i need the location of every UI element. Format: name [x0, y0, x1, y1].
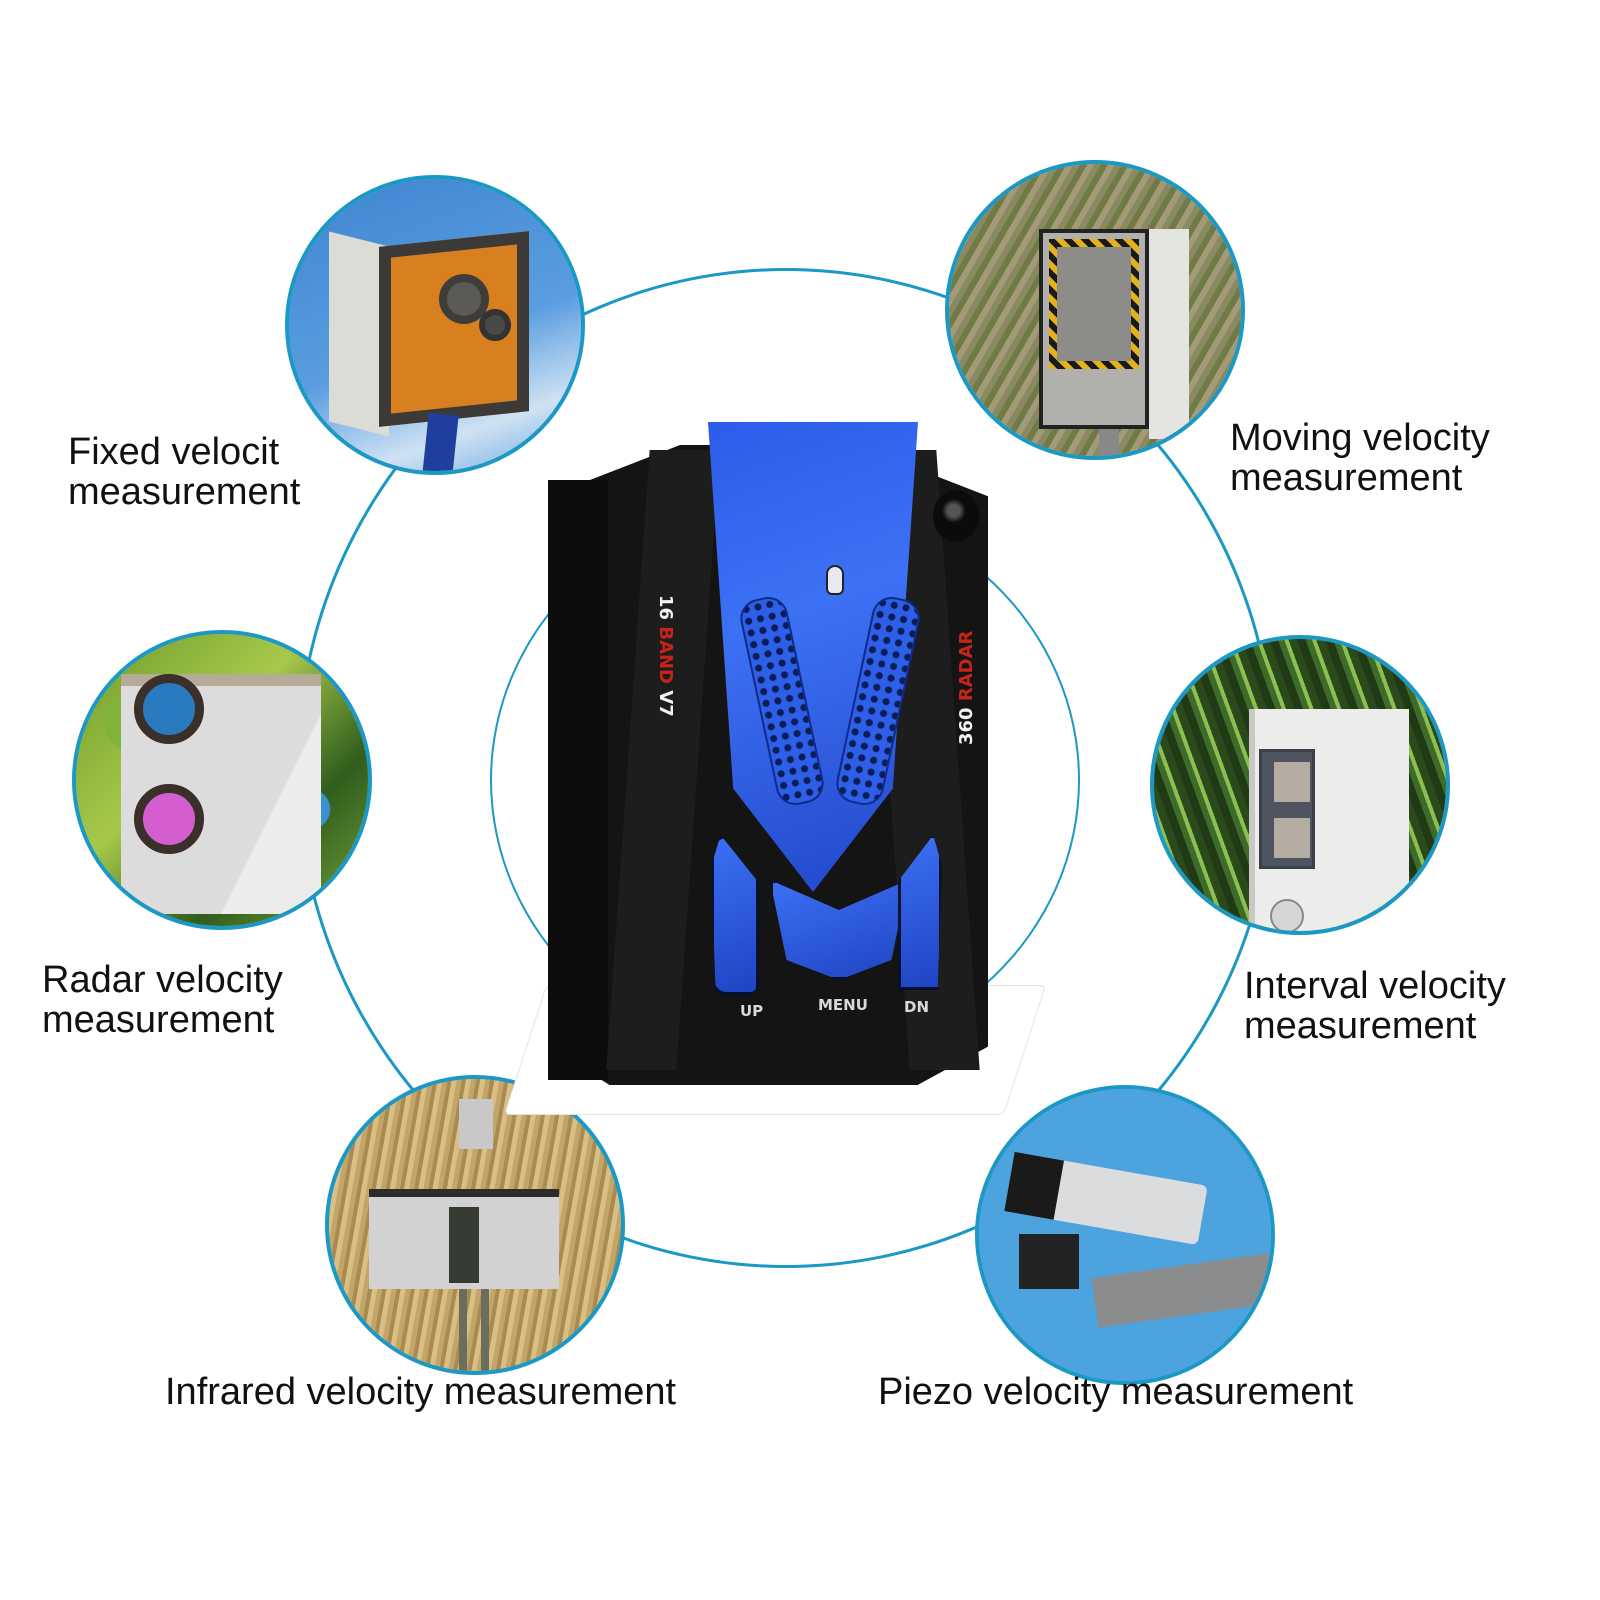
- label-infrared: Infrared velocity measurement: [165, 1372, 676, 1412]
- label-radar: Radar velocity measurement: [42, 960, 283, 1040]
- down-button-label: DN: [904, 998, 930, 1016]
- label-fixed-line1: Fixed velocit: [68, 431, 280, 473]
- label-fixed-line2: measurement: [68, 471, 301, 513]
- radar-camera-photo: [72, 630, 372, 930]
- side-label-number: 360: [956, 707, 977, 745]
- label-interval: Interval velocity measurement: [1244, 966, 1506, 1046]
- fixed-speed-camera-icon: [289, 179, 581, 471]
- device-side: [548, 480, 608, 1080]
- radar-speed-camera-icon: [76, 634, 368, 926]
- piezo-camera-photo: [975, 1085, 1275, 1385]
- label-moving-line2: measurement: [1230, 457, 1463, 499]
- label-moving-line1: Moving velocity: [1230, 417, 1490, 459]
- infrared-camera-photo: [325, 1075, 625, 1375]
- infrared-speed-camera-icon: [329, 1079, 621, 1371]
- label-fixed: Fixed velocit measurement: [68, 432, 300, 512]
- label-radar-line2: measurement: [42, 999, 275, 1041]
- moving-camera-photo: [945, 160, 1245, 460]
- label-moving: Moving velocity measurement: [1230, 418, 1490, 498]
- model-label: 16 BAND V7: [655, 595, 676, 717]
- up-button-label: UP: [740, 1002, 764, 1020]
- interval-speed-camera-icon: [1154, 639, 1446, 931]
- model-band-label: BAND: [655, 626, 676, 684]
- menu-button-label: MENU: [818, 996, 868, 1014]
- moving-speed-camera-icon: [949, 164, 1241, 456]
- led-indicator-icon: [826, 565, 844, 595]
- side-label: 360 RADAR: [956, 631, 977, 745]
- label-piezo-line1: Piezo velocity measurement: [878, 1371, 1354, 1413]
- model-band-number: 16: [655, 595, 676, 621]
- model-version: V7: [655, 690, 676, 717]
- label-piezo: Piezo velocity measurement: [878, 1372, 1353, 1412]
- interval-camera-photo: [1150, 635, 1450, 935]
- label-interval-line2: measurement: [1244, 1005, 1477, 1047]
- side-label-text: RADAR: [956, 630, 977, 702]
- label-infrared-line1: Infrared velocity measurement: [165, 1371, 677, 1413]
- radar-detector-device: 16 BAND V7 360 RADAR UP MENU DN: [548, 410, 988, 1085]
- fixed-camera-photo: [285, 175, 585, 475]
- volume-knob[interactable]: [933, 490, 979, 542]
- label-interval-line1: Interval velocity: [1244, 965, 1506, 1007]
- label-radar-line1: Radar velocity: [42, 959, 283, 1001]
- piezo-speed-camera-icon: [979, 1089, 1271, 1381]
